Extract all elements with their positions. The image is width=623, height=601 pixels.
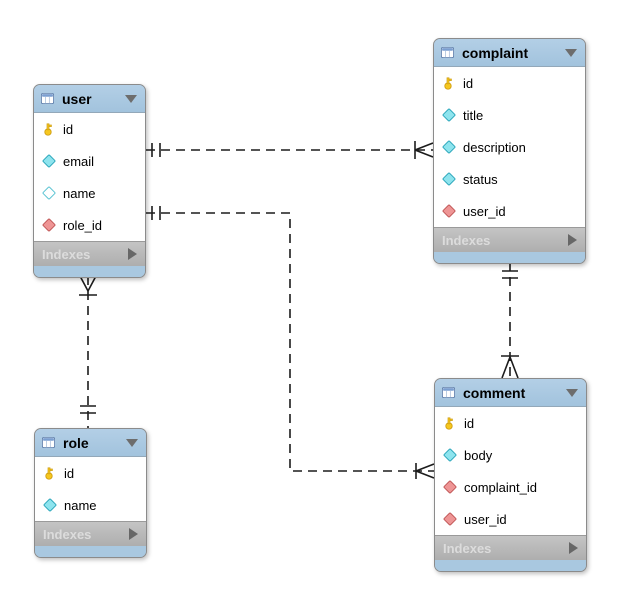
- column-name: user_id: [464, 511, 507, 527]
- column-name: role_id: [63, 217, 103, 233]
- attribute-nullable-icon: [41, 185, 56, 201]
- primary-key-icon: [42, 122, 55, 136]
- table-icon: [42, 436, 55, 449]
- table-bottom-strip: [434, 252, 585, 263]
- column-name: body: [464, 447, 493, 463]
- attribute-icon: [41, 153, 56, 169]
- table-bottom-strip: [35, 546, 146, 557]
- foreign-key-icon: [442, 479, 457, 495]
- collapse-triangle-icon[interactable]: [126, 438, 138, 447]
- table-name: user: [62, 90, 92, 107]
- column-name: complaint_id: [464, 479, 537, 495]
- relationship-role-user[interactable]: [79, 275, 97, 428]
- foreign-key-icon: [41, 217, 56, 233]
- table-header[interactable]: role: [35, 429, 146, 457]
- column-name: id: [63, 121, 74, 137]
- table-header[interactable]: comment: [435, 379, 586, 407]
- table-icon: [41, 92, 54, 105]
- column-name: name: [63, 185, 96, 201]
- table-bottom-strip: [34, 266, 145, 277]
- column-name: email: [63, 153, 95, 169]
- table-row[interactable]: email: [34, 145, 145, 177]
- table-row[interactable]: id: [34, 113, 145, 145]
- indexes-bar[interactable]: Indexes: [434, 227, 585, 252]
- indexes-label: Indexes: [442, 232, 491, 248]
- relationship-user-comment[interactable]: [146, 206, 435, 479]
- table-row[interactable]: body: [435, 439, 586, 471]
- table-name: comment: [463, 384, 526, 401]
- table-row[interactable]: role_id: [34, 209, 145, 241]
- expand-arrow-icon[interactable]: [129, 528, 138, 540]
- table-icon: [441, 46, 454, 59]
- expand-arrow-icon[interactable]: [569, 542, 578, 554]
- table-role[interactable]: role id name Indexes: [34, 428, 147, 558]
- relationship-complaint-comment[interactable]: [501, 262, 519, 379]
- table-comment[interactable]: comment id body complaint_id user_id: [434, 378, 587, 572]
- column-name: description: [463, 139, 526, 155]
- table-row[interactable]: complaint_id: [435, 471, 586, 503]
- indexes-label: Indexes: [42, 246, 91, 262]
- table-row[interactable]: user_id: [434, 195, 585, 227]
- column-name: id: [64, 465, 75, 481]
- table-bottom-strip: [435, 560, 586, 571]
- table-row[interactable]: id: [434, 67, 585, 99]
- foreign-key-icon: [441, 203, 456, 219]
- collapse-triangle-icon[interactable]: [125, 94, 137, 103]
- primary-key-icon: [443, 416, 456, 430]
- table-complaint[interactable]: complaint id title description status: [433, 38, 586, 264]
- table-icon: [442, 386, 455, 399]
- column-name: id: [464, 415, 475, 431]
- table-row[interactable]: description: [434, 131, 585, 163]
- indexes-bar[interactable]: Indexes: [435, 535, 586, 560]
- table-row[interactable]: name: [35, 489, 146, 521]
- table-row[interactable]: user_id: [435, 503, 586, 535]
- expand-arrow-icon[interactable]: [128, 248, 137, 260]
- column-name: title: [463, 107, 484, 123]
- indexes-label: Indexes: [43, 526, 92, 542]
- table-header[interactable]: complaint: [434, 39, 585, 67]
- primary-key-icon: [43, 466, 56, 480]
- indexes-bar[interactable]: Indexes: [34, 241, 145, 266]
- column-name: status: [463, 171, 498, 187]
- indexes-bar[interactable]: Indexes: [35, 521, 146, 546]
- table-row[interactable]: id: [435, 407, 586, 439]
- table-row[interactable]: id: [35, 457, 146, 489]
- collapse-triangle-icon[interactable]: [566, 388, 578, 397]
- primary-key-icon: [442, 76, 455, 90]
- column-name: id: [463, 75, 474, 91]
- attribute-icon: [42, 497, 57, 513]
- table-header[interactable]: user: [34, 85, 145, 113]
- attribute-icon: [442, 447, 457, 463]
- table-name: complaint: [462, 44, 529, 61]
- collapse-triangle-icon[interactable]: [565, 48, 577, 57]
- table-user[interactable]: user id email name role_id Indexes: [33, 84, 146, 278]
- attribute-icon: [441, 171, 456, 187]
- expand-arrow-icon[interactable]: [568, 234, 577, 246]
- attribute-icon: [441, 139, 456, 155]
- attribute-icon: [441, 107, 456, 123]
- table-row[interactable]: title: [434, 99, 585, 131]
- table-row[interactable]: name: [34, 177, 145, 209]
- foreign-key-icon: [442, 511, 457, 527]
- column-name: name: [64, 497, 97, 513]
- column-name: user_id: [463, 203, 506, 219]
- relationship-user-complaint[interactable]: [146, 141, 434, 159]
- table-name: role: [63, 434, 89, 451]
- indexes-label: Indexes: [443, 540, 492, 556]
- table-row[interactable]: status: [434, 163, 585, 195]
